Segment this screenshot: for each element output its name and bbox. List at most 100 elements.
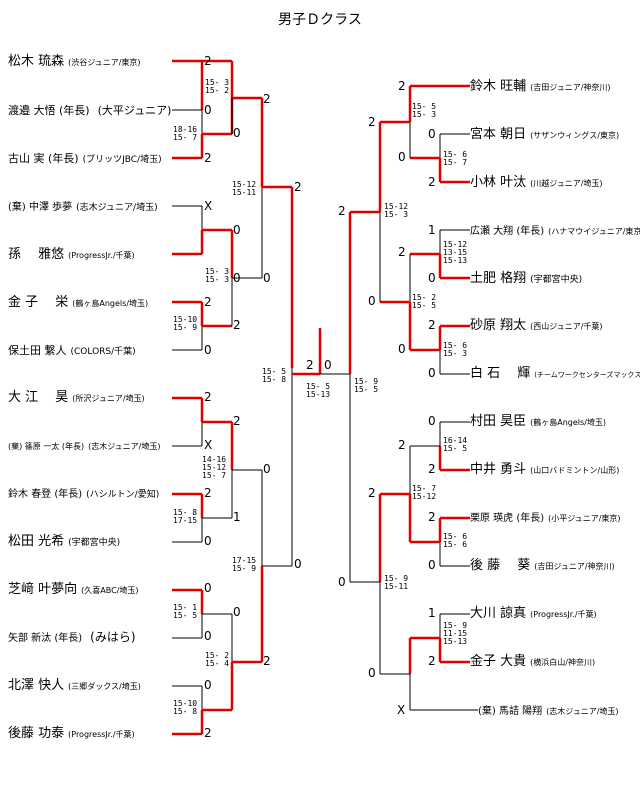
result: 0 bbox=[204, 678, 212, 692]
right-player: 後 藤 葵(吉田ジュニア/神奈川) bbox=[470, 558, 615, 573]
result: 2 bbox=[233, 318, 241, 332]
left-player: 孫 雅悠(ProgressJr./千葉) bbox=[8, 247, 135, 262]
result: 0 bbox=[398, 342, 406, 356]
result: 0 bbox=[233, 126, 241, 140]
right-player: 宮本 朝日(サザンウィングス/東京) bbox=[470, 127, 620, 142]
result: 2 bbox=[368, 115, 376, 129]
left-player: 矢部 新汰 (年長)(みはら) bbox=[8, 630, 136, 644]
left-player: 保土田 繋人(COLORS/千葉) bbox=[8, 344, 136, 357]
result: 0 bbox=[428, 558, 436, 572]
result: 0 bbox=[204, 103, 212, 117]
result: 2 bbox=[368, 486, 376, 500]
right-player: 砂原 翔太(西山ジュニア/千葉) bbox=[470, 318, 603, 333]
final-right-result: 0 bbox=[324, 358, 332, 372]
match-score: 16-14 15- 5 bbox=[443, 436, 468, 453]
left-player: 渡邉 大悟 (年長)(大平ジュニア) bbox=[8, 104, 172, 117]
match-score: 17-15 15- 9 bbox=[232, 556, 257, 573]
right-player: 白 石 輝(チームワークセンターズマックス/埼玉) bbox=[470, 366, 640, 381]
left-player: (棄) 篠原 一太 (年長)(志木ジュニア/埼玉) bbox=[8, 442, 161, 451]
right-player: 鈴木 旺輔(吉田ジュニア/神奈川) bbox=[470, 79, 611, 94]
right-player: 大川 諒真(ProgressJr./千葉) bbox=[470, 606, 597, 621]
result: 1 bbox=[428, 606, 436, 620]
result: 0 bbox=[233, 605, 241, 619]
match-score: 15- 2 15- 5 bbox=[412, 293, 437, 310]
match-score: 15-10 15- 9 bbox=[173, 315, 198, 332]
result: 0 bbox=[428, 366, 436, 380]
match-score: 15- 3 15- 2 bbox=[205, 78, 230, 95]
result: 2 bbox=[428, 175, 436, 189]
match-score: 15- 9 15- 5 bbox=[354, 377, 379, 394]
match-score: 15- 2 15- 4 bbox=[205, 651, 230, 668]
match-score: 15- 8 17-15 bbox=[173, 508, 198, 525]
right-player: (棄) 馬詰 陽翔(志木ジュニア/埼玉) bbox=[478, 706, 619, 717]
match-score: 15- 6 15- 7 bbox=[443, 150, 468, 167]
result: 0 bbox=[263, 271, 271, 285]
left-player: 後藤 功泰(ProgressJr./千葉) bbox=[8, 726, 135, 741]
result: 0 bbox=[368, 294, 376, 308]
match-score: 15- 1 15- 5 bbox=[173, 603, 198, 620]
result: 0 bbox=[233, 223, 241, 237]
right-player: 土肥 格翔(宇都宮中央) bbox=[470, 271, 583, 286]
match-score: 15- 5 15-13 bbox=[306, 382, 331, 399]
result: X bbox=[397, 703, 406, 717]
result: 0 bbox=[428, 127, 436, 141]
result: 0 bbox=[204, 581, 212, 595]
result: 2 bbox=[233, 414, 241, 428]
result: 1 bbox=[233, 510, 241, 524]
match-score: 18-16 15- 7 bbox=[173, 125, 198, 142]
match-score: 15-10 15- 8 bbox=[173, 699, 198, 716]
result: 0 bbox=[204, 343, 212, 357]
match-score: 15- 6 15- 3 bbox=[443, 341, 468, 358]
left-player: 古山 実 (年長)(ブリッツJBC/埼玉) bbox=[8, 152, 162, 165]
right-player: 村田 昊臣(鶴ヶ島Angels/埼玉) bbox=[470, 414, 607, 429]
result: 2 bbox=[263, 92, 271, 106]
match-score: 15- 6 15- 6 bbox=[443, 532, 468, 549]
result: 2 bbox=[263, 654, 271, 668]
right-player: 中井 勇斗(山口バドミントン/山形) bbox=[470, 462, 620, 477]
left-player: 金 子 栄(鶴ヶ島Angels/埼玉) bbox=[8, 295, 149, 310]
match-score: 14-16 15-12 15- 7 bbox=[202, 455, 227, 480]
match-score: 15-12 15-11 bbox=[232, 180, 257, 197]
left-player: 北澤 快人(三郷ダックス/埼玉) bbox=[8, 678, 141, 693]
result: 0 bbox=[204, 534, 212, 548]
result: 0 bbox=[233, 271, 241, 285]
result: 0 bbox=[204, 629, 212, 643]
result: 2 bbox=[204, 390, 212, 404]
result: 0 bbox=[428, 414, 436, 428]
match-score: 15- 7 15-12 bbox=[412, 484, 437, 501]
result: 2 bbox=[398, 245, 406, 259]
result: X bbox=[204, 199, 213, 213]
result: 0 bbox=[294, 557, 302, 571]
match-score: 15- 9 15-11 bbox=[384, 574, 409, 591]
match-score: 15-12 13-15 15-13 bbox=[443, 240, 468, 265]
result: 2 bbox=[398, 79, 406, 93]
result: 2 bbox=[398, 438, 406, 452]
right-player: 金子 大貴(横浜白山/神奈川) bbox=[470, 654, 596, 669]
result: 1 bbox=[428, 223, 436, 237]
result: 0 bbox=[398, 150, 406, 164]
left-player: 芝﨑 叶夢向(久喜ABC/埼玉) bbox=[8, 582, 139, 597]
result: 2 bbox=[204, 726, 212, 740]
match-score: 15- 5 15- 3 bbox=[412, 102, 437, 119]
match-score: 15-12 15- 3 bbox=[384, 202, 409, 219]
result: 0 bbox=[263, 462, 271, 476]
result: 0 bbox=[338, 575, 346, 589]
right-player: 栗原 瑛虎 (年長)(小平ジュニア/東京) bbox=[470, 513, 621, 524]
right-player: 小林 叶汰(川越ジュニア/埼玉) bbox=[470, 175, 603, 190]
result: X bbox=[204, 438, 213, 452]
result: 2 bbox=[428, 510, 436, 524]
right-player: 広瀬 大翔 (年長)(ハナマウイジュニア/東京) bbox=[470, 226, 640, 237]
result: 2 bbox=[338, 204, 346, 218]
result: 2 bbox=[204, 295, 212, 309]
final-left-result: 2 bbox=[306, 358, 314, 372]
left-player: 鈴木 春登 (年長)(ハシルトン/愛知) bbox=[8, 489, 160, 500]
left-player: (棄) 中澤 歩夢(志木ジュニア/埼玉) bbox=[8, 202, 158, 213]
result: 2 bbox=[204, 486, 212, 500]
result: 2 bbox=[428, 318, 436, 332]
page-title: 男子Ｄクラス bbox=[278, 12, 362, 28]
result: 2 bbox=[204, 151, 212, 165]
match-score: 15- 5 15- 8 bbox=[262, 367, 287, 384]
left-player: 松木 琉森(渋谷ジュニア/東京) bbox=[8, 54, 141, 69]
result: 2 bbox=[204, 54, 212, 68]
